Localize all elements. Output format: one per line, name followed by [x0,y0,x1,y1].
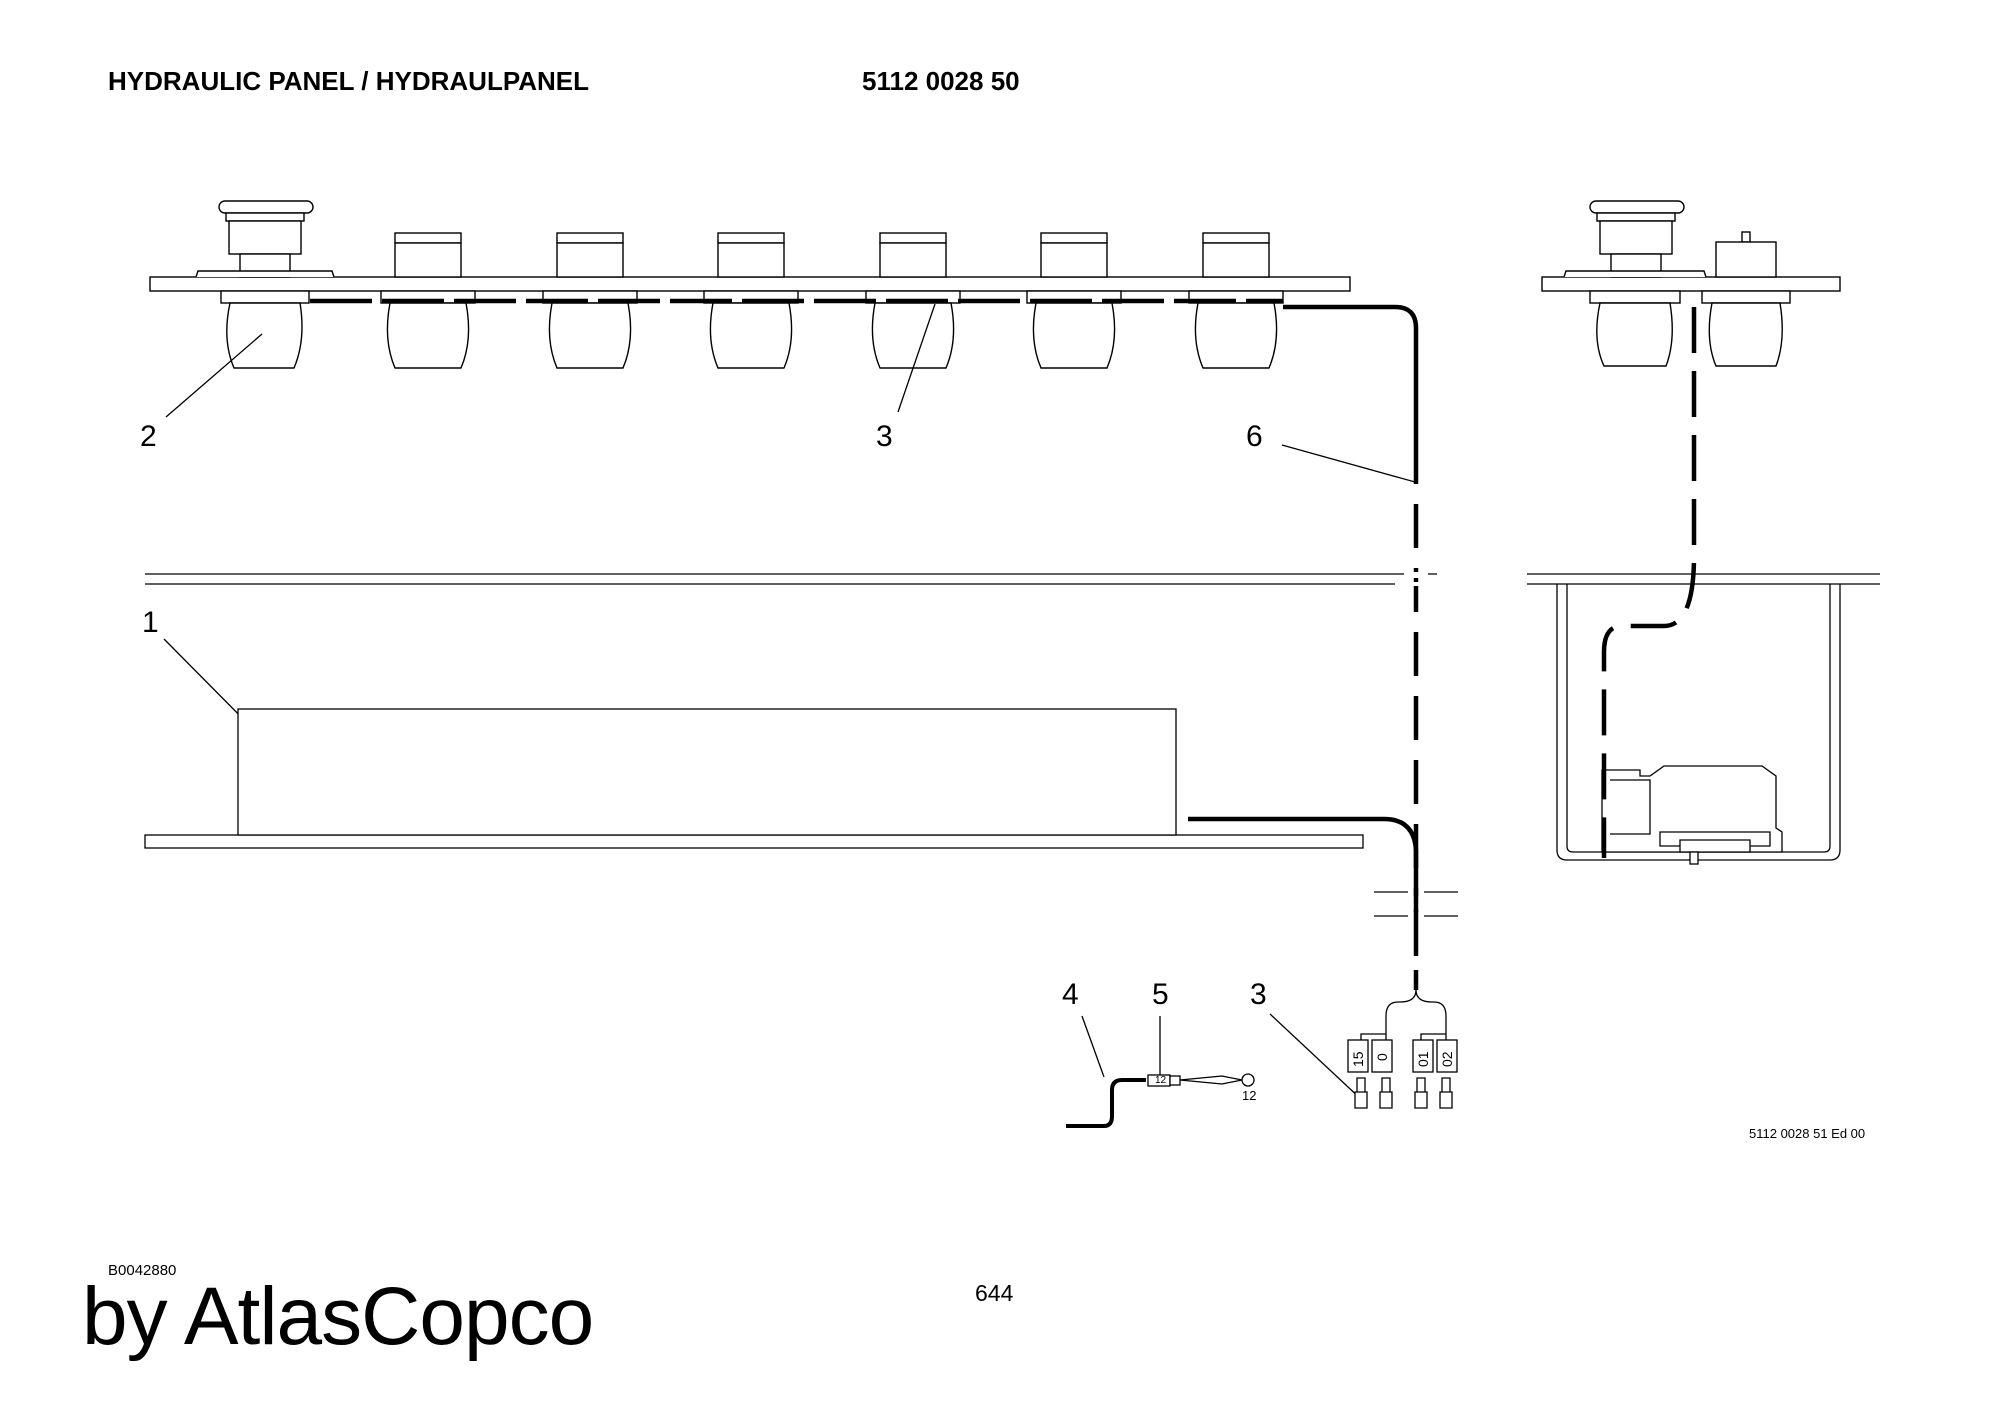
callout-3-top: 3 [876,420,893,453]
switch-5 [1026,232,1122,369]
page-title: HYDRAULIC PANEL / HYDRAULPANEL [108,66,590,96]
callout-5: 5 [1152,978,1169,1011]
page-number: 644 [975,1280,1014,1306]
terminal-label-02: 02 [1439,1051,1455,1067]
front-panel-plate [149,276,1351,292]
part-number: 5112 0028 50 [862,66,1020,96]
callout-4: 4 [1062,978,1079,1011]
callout-6: 6 [1246,420,1263,453]
side-emergency-stop [1563,200,1707,367]
brand-logo-text: by AtlasCopco [82,1271,594,1362]
side-control-box [1601,765,1783,865]
terminal-labels [1347,1039,1458,1073]
side-switch [1701,231,1791,367]
emergency-stop-button [195,200,335,369]
side-view-plate [1541,276,1841,292]
switch-2 [542,232,638,369]
terminal-label-01: 01 [1415,1051,1431,1067]
housing-section [144,573,1437,849]
document-id: B0042880 [108,1262,177,1279]
terminal-label-0: 0 [1374,1053,1390,1061]
cable-harness [310,298,1419,990]
callout-leaders [163,303,1416,1102]
sheet-reference: 5112 0028 51 Ed 00 [1749,1126,1865,1141]
switch-3 [703,232,799,369]
terminal-label-15: 15 [1350,1051,1366,1067]
callout-3-bottom: 3 [1250,978,1267,1011]
side-cable [1601,307,1697,858]
control-box [237,708,1177,836]
cable-cut-marks [1374,891,1458,917]
crimp-terminals [1354,1077,1453,1109]
callout-2: 2 [140,420,157,453]
wire-mark-12-a: 12 [1155,1075,1167,1086]
callout-1: 1 [142,606,159,639]
wire-mark-12-b: 12 [1242,1088,1256,1103]
jumper-wire [1066,1073,1255,1128]
